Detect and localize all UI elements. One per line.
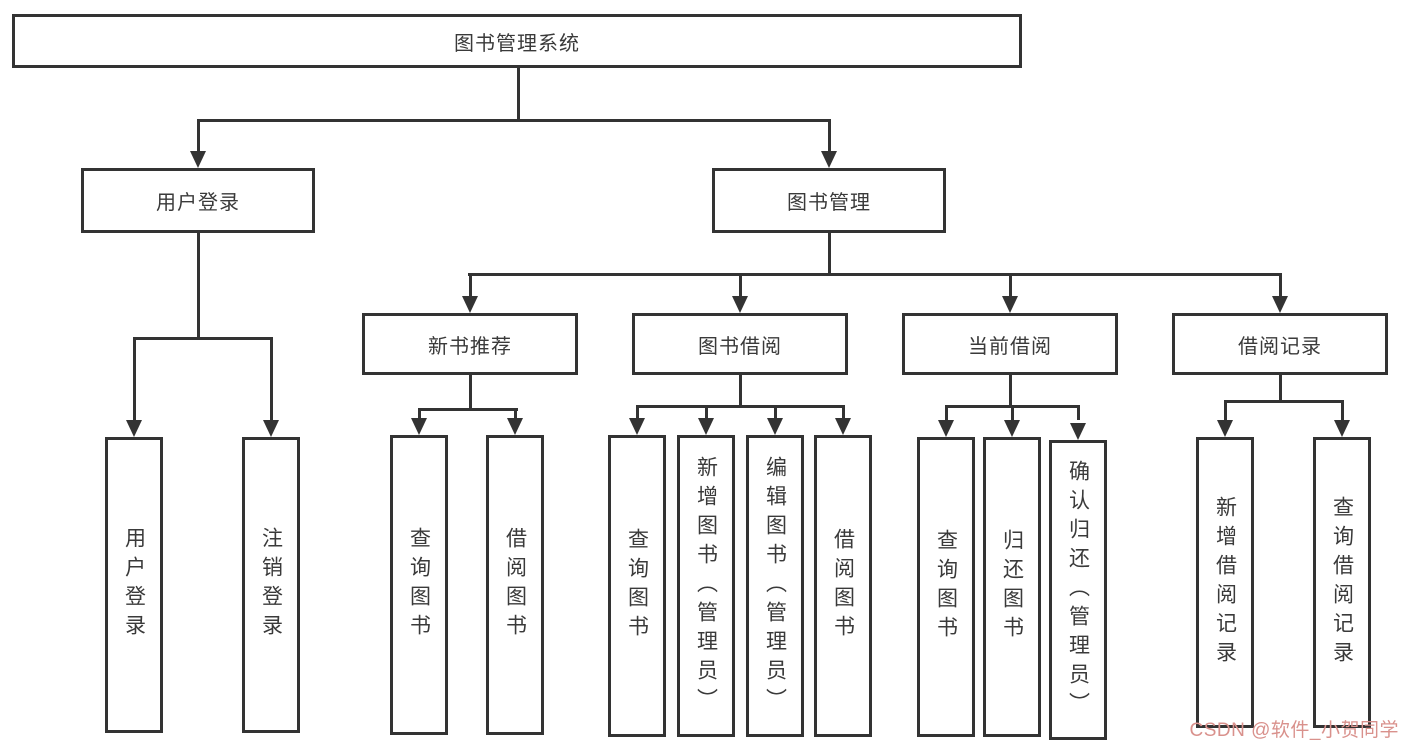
arrow-down-icon <box>190 151 206 168</box>
arrow-down-icon <box>462 296 478 313</box>
connector-vline <box>1279 375 1282 403</box>
connector-stub <box>133 337 136 422</box>
node-label: 借阅图书 <box>503 527 527 643</box>
node-label: 新书推荐 <box>428 335 512 358</box>
node-label: 查询图书 <box>625 528 649 644</box>
arrow-down-icon <box>1002 296 1018 313</box>
node-label: 注销登录 <box>259 527 283 643</box>
connector-hline <box>418 408 518 411</box>
connector-stub <box>1011 405 1014 420</box>
arrow-down-icon <box>1004 420 1020 437</box>
connector-stub <box>1224 400 1227 420</box>
node-book-management: 图书管理 <box>712 168 946 233</box>
connector-stub <box>774 405 777 418</box>
connector-user-login-vline <box>197 233 200 339</box>
connector-stub <box>270 337 273 422</box>
arrow-down-icon <box>263 420 279 437</box>
arrow-down-icon <box>1070 423 1086 440</box>
connector-book-mgmt-vline <box>828 233 831 275</box>
connector-vline <box>469 375 472 410</box>
connector-stub <box>514 408 517 420</box>
connector-user-login-hline <box>133 337 273 340</box>
node-label: 借阅记录 <box>1238 335 1322 358</box>
connector-stub <box>1279 273 1282 298</box>
connector-stub <box>1077 405 1080 420</box>
arrow-down-icon <box>507 418 523 435</box>
connector-user-login-stub <box>197 119 200 152</box>
connector-stub <box>1341 400 1344 420</box>
node-borrow-books: 借阅图书 <box>486 435 544 735</box>
node-query-books: 查询图书 <box>390 435 448 735</box>
node-query-books: 查询图书 <box>608 435 666 737</box>
connector-level2-hline <box>468 273 1282 276</box>
arrow-down-icon <box>698 418 714 435</box>
node-label: 图书管理系统 <box>454 32 580 55</box>
node-label: 归还图书 <box>1000 529 1024 645</box>
connector-vline <box>1009 375 1012 408</box>
arrow-down-icon <box>411 418 427 435</box>
node-logout: 注销登录 <box>242 437 300 733</box>
node-current-borrowing: 当前借阅 <box>902 313 1118 375</box>
node-label: 用户登录 <box>156 192 240 214</box>
connector-stub <box>1009 273 1012 298</box>
connector-hline <box>1224 400 1344 403</box>
node-label: 查询图书 <box>407 527 431 643</box>
node-label: 新增图书（管理员） <box>694 455 718 717</box>
arrow-down-icon <box>1272 296 1288 313</box>
arrow-down-icon <box>767 418 783 435</box>
node-borrow-books: 借阅图书 <box>814 435 872 737</box>
arrow-down-icon <box>126 420 142 437</box>
arrow-down-icon <box>821 151 837 168</box>
node-label: 借阅图书 <box>831 528 855 644</box>
node-label: 当前借阅 <box>968 335 1052 358</box>
node-new-book-recommendation: 新书推荐 <box>362 313 578 375</box>
node-book-borrowing: 图书借阅 <box>632 313 848 375</box>
node-query-borrow-record: 查询借阅记录 <box>1313 437 1371 728</box>
arrow-down-icon <box>1217 420 1233 437</box>
arrow-down-icon <box>938 420 954 437</box>
node-label: 确认归还（管理员） <box>1066 459 1090 721</box>
node-label: 图书管理 <box>787 192 871 214</box>
node-user-login-leaf: 用户登录 <box>105 437 163 733</box>
node-confirm-return-admin: 确认归还（管理员） <box>1049 440 1107 740</box>
arrow-down-icon <box>835 418 851 435</box>
connector-stub <box>739 273 742 298</box>
node-return-books: 归还图书 <box>983 437 1041 737</box>
connector-level1-hline <box>197 119 831 122</box>
watermark: CSDN @软件_小贺同学 <box>1189 720 1399 741</box>
node-query-books: 查询图书 <box>917 437 975 737</box>
node-label: 查询图书 <box>934 529 958 645</box>
connector-book-mgmt-stub <box>828 119 831 152</box>
node-book-management-system: 图书管理系统 <box>12 14 1022 68</box>
connector-root-vline <box>517 68 520 121</box>
node-add-books-admin: 新增图书（管理员） <box>677 435 735 737</box>
connector-vline <box>739 375 742 408</box>
node-edit-books-admin: 编辑图书（管理员） <box>746 435 804 737</box>
arrow-down-icon <box>732 296 748 313</box>
node-borrowing-records: 借阅记录 <box>1172 313 1388 375</box>
connector-stub <box>418 408 421 420</box>
connector-stub <box>705 405 708 418</box>
node-user-login: 用户登录 <box>81 168 315 233</box>
arrow-down-icon <box>1334 420 1350 437</box>
node-label: 查询借阅记录 <box>1330 495 1354 670</box>
arrow-down-icon <box>629 418 645 435</box>
connector-hline <box>636 405 845 408</box>
node-label: 编辑图书（管理员） <box>763 455 787 717</box>
connector-stub <box>945 405 948 420</box>
node-label: 用户登录 <box>122 527 146 643</box>
node-add-borrow-record: 新增借阅记录 <box>1196 437 1254 728</box>
connector-stub <box>469 273 472 298</box>
node-label: 图书借阅 <box>698 335 782 358</box>
node-label: 新增借阅记录 <box>1213 495 1237 670</box>
connector-stub <box>636 405 639 418</box>
connector-stub <box>842 405 845 418</box>
